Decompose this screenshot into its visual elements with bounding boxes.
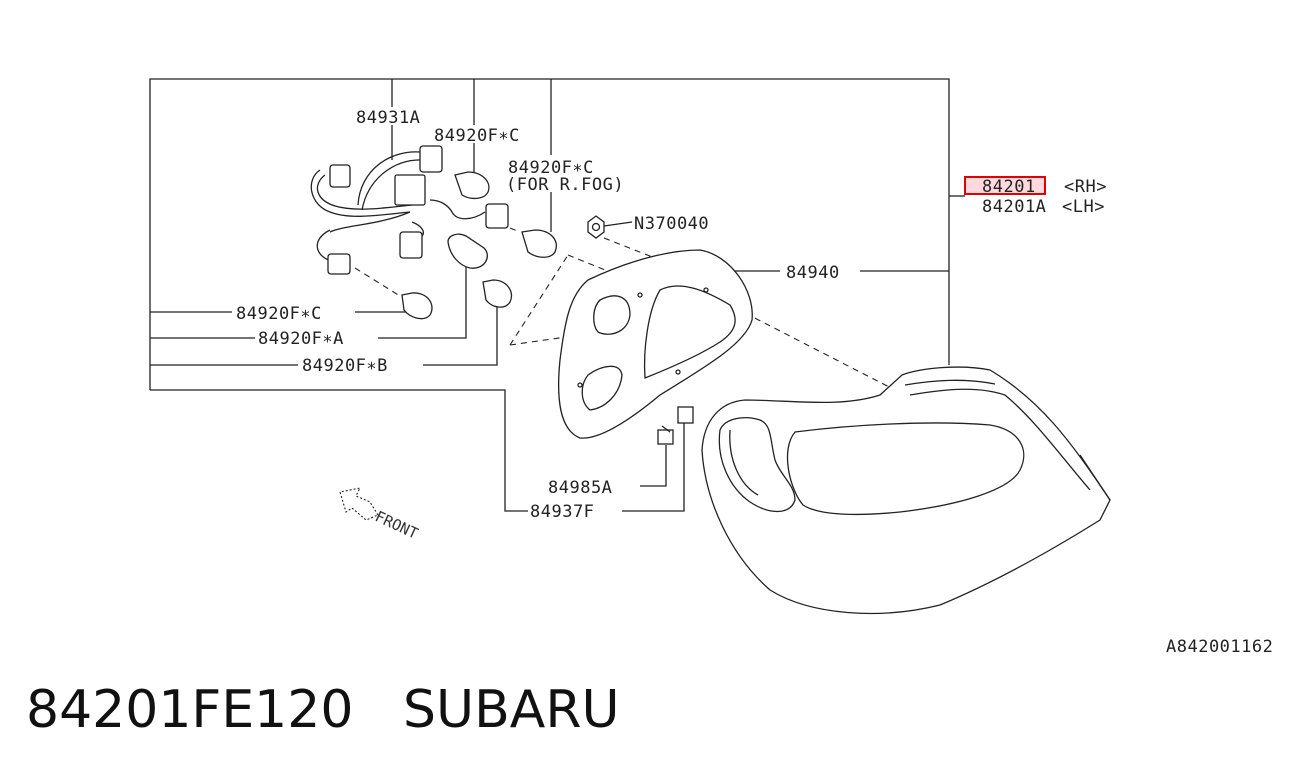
front-label: FRONT bbox=[372, 507, 421, 542]
caption-brand: SUBARU bbox=[403, 680, 620, 740]
callout-84931A: 84931A bbox=[356, 108, 420, 128]
part-caption: 84201FE120 SUBARU bbox=[26, 680, 620, 740]
wiring-harness bbox=[310, 145, 509, 275]
callout-84201-rh-side: <RH> bbox=[1064, 177, 1107, 197]
caption-part-number: 84201FE120 bbox=[26, 680, 354, 740]
clips bbox=[657, 406, 694, 445]
callout-84937F: 84937F bbox=[530, 502, 594, 522]
callout-84940: 84940 bbox=[786, 263, 840, 283]
tail-lamp bbox=[701, 366, 1111, 615]
front-arrow-icon: FRONT bbox=[339, 487, 421, 543]
callout-fog-note: (FOR R.FOG) bbox=[506, 175, 624, 195]
nut bbox=[587, 215, 605, 239]
bracket-frame bbox=[149, 78, 965, 512]
callout-84201-rh-code[interactable]: 84201 bbox=[982, 177, 1036, 197]
callout-84920FB: 84920F∗B bbox=[302, 356, 388, 376]
callout-84201A-lh-code: 84201A bbox=[982, 197, 1046, 217]
callout-84920FC-top: 84920F∗C bbox=[434, 126, 520, 146]
callout-N370040: N370040 bbox=[634, 214, 709, 234]
callout-84201A-lh-side: <LH> bbox=[1062, 197, 1105, 217]
selected-part-highlight bbox=[964, 176, 1046, 195]
callout-84985A: 84985A bbox=[548, 478, 612, 498]
bulbs bbox=[401, 171, 557, 320]
callout-84920FC-fog: 84920F∗C bbox=[508, 158, 594, 178]
callout-84920FC-left: 84920F∗C bbox=[236, 304, 322, 324]
diagram-id: A842001162 bbox=[1166, 637, 1273, 657]
callout-labels: 84931A 84920F∗C 84920F∗C (FOR R.FOG) N37… bbox=[236, 108, 1273, 657]
gasket bbox=[557, 249, 753, 439]
callout-84920FA: 84920F∗A bbox=[258, 329, 344, 349]
